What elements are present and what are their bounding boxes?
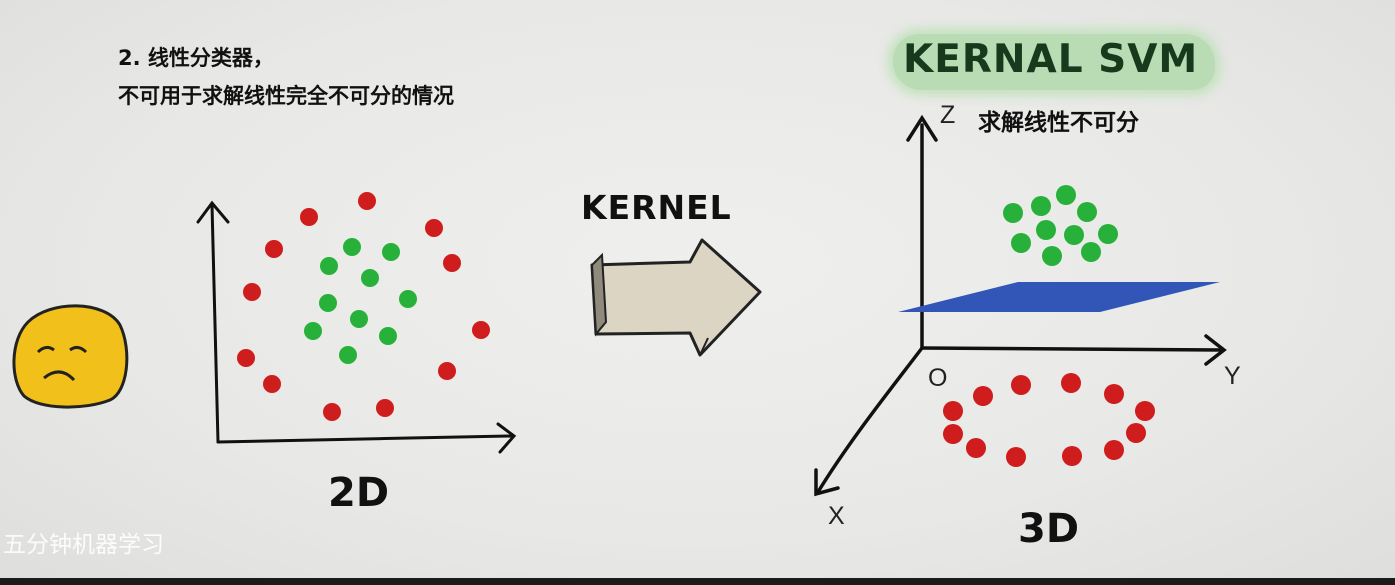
x-axis-2d <box>218 436 512 442</box>
y-axis-2d <box>212 205 218 442</box>
green-point <box>339 346 357 364</box>
red-point <box>1011 375 1031 395</box>
red-point <box>243 283 261 301</box>
green-point <box>1098 224 1118 244</box>
watermark: 五分钟机器学习 <box>3 525 164 559</box>
green-point <box>1036 220 1056 240</box>
bottom-bar <box>0 578 1395 585</box>
green-point <box>1042 246 1062 266</box>
green-point <box>1011 233 1031 253</box>
green-point <box>382 243 400 261</box>
red-point <box>472 321 490 339</box>
scatter-3d <box>943 185 1155 467</box>
green-point <box>1056 185 1076 205</box>
green-point <box>319 294 337 312</box>
red-point <box>1061 373 1081 393</box>
red-point <box>438 362 456 380</box>
red-point <box>1126 423 1146 443</box>
origin-label: O <box>928 364 947 392</box>
scatter-2d <box>237 192 490 421</box>
x-axis-2d-arrow-icon <box>498 424 514 452</box>
green-point <box>1064 225 1084 245</box>
red-point <box>1062 446 1082 466</box>
y-axis-3d <box>922 348 1222 350</box>
red-point <box>263 375 281 393</box>
green-point <box>1077 202 1097 222</box>
green-point <box>1081 242 1101 262</box>
red-point <box>443 254 461 272</box>
red-point <box>943 424 963 444</box>
green-point <box>1003 203 1023 223</box>
red-point <box>265 240 283 258</box>
red-point <box>966 438 986 458</box>
separating-hyperplane <box>898 282 1220 312</box>
red-point <box>376 399 394 417</box>
red-point <box>943 401 963 421</box>
red-point <box>1104 440 1124 460</box>
red-point <box>1135 401 1155 421</box>
sad-face-icon <box>14 306 127 407</box>
red-point <box>323 403 341 421</box>
y-axis-label: Y <box>1224 362 1241 390</box>
green-point <box>320 257 338 275</box>
green-point <box>343 238 361 256</box>
x-axis-3d <box>818 348 922 492</box>
green-point <box>361 269 379 287</box>
red-point <box>1104 384 1124 404</box>
green-point <box>304 322 322 340</box>
green-point <box>379 327 397 345</box>
red-point <box>358 192 376 210</box>
red-point <box>973 386 993 406</box>
green-point <box>399 290 417 308</box>
x-axis-label: X <box>828 502 845 530</box>
kernel-arrow-icon <box>592 240 760 355</box>
label-3d: 3D <box>1018 506 1079 552</box>
red-point <box>300 208 318 226</box>
red-point <box>1006 447 1026 467</box>
label-2d: 2D <box>328 470 389 516</box>
red-point <box>237 349 255 367</box>
red-point <box>425 219 443 237</box>
green-point <box>350 310 368 328</box>
z-axis-label: Z <box>940 101 955 129</box>
green-point <box>1031 196 1051 216</box>
